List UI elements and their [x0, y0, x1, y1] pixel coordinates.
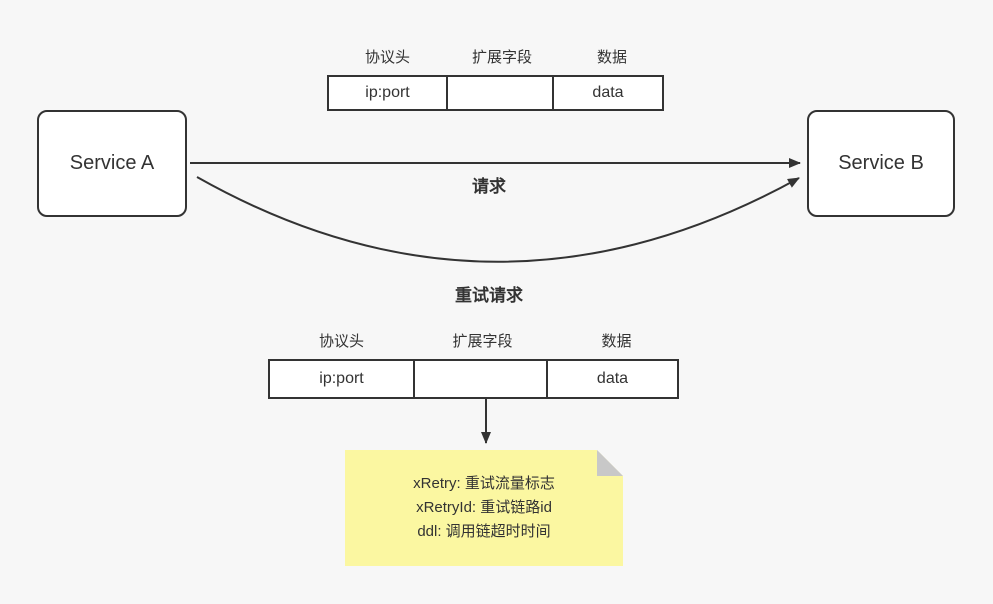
packet-top-row: ip:port data	[327, 75, 668, 111]
packet-top: 协议头 扩展字段 数据 ip:port data	[327, 46, 668, 111]
packet-field-label: 协议头	[318, 333, 364, 350]
note-fold-corner	[597, 450, 623, 476]
service-b-node: Service B	[807, 110, 955, 217]
request-arrow-label: 请求	[472, 177, 506, 196]
service-a-node: Service A	[37, 110, 187, 217]
note-line: xRetry: 重试流量标志	[413, 475, 555, 492]
packet-cell-data: data	[546, 359, 679, 399]
note-line: ddl: 调用链超时时间	[417, 523, 551, 540]
packet-bottom: 协议头 扩展字段 数据 ip:port data	[268, 330, 683, 399]
extension-fields-note: xRetry: 重试流量标志 xRetryId: 重试链路id ddl: 调用链…	[345, 450, 623, 566]
packet-cell-protocol: ip:port	[327, 75, 448, 111]
packet-cell-data: data	[552, 75, 664, 111]
packet-cell-extension	[413, 359, 548, 399]
packet-cell-extension	[446, 75, 554, 111]
packet-cell-protocol: ip:port	[268, 359, 415, 399]
packet-field-label: 协议头	[364, 49, 410, 66]
packet-field-label: 扩展字段	[452, 333, 513, 350]
packet-field-label: 扩展字段	[471, 49, 532, 66]
packet-bottom-labels: 协议头 扩展字段 数据	[268, 330, 683, 351]
packet-field-label: 数据	[601, 333, 632, 350]
note-line: xRetryId: 重试链路id	[416, 499, 552, 516]
packet-field-label: 数据	[596, 49, 627, 66]
retry-arrow-label: 重试请求	[455, 286, 523, 305]
packet-top-labels: 协议头 扩展字段 数据	[327, 46, 668, 67]
packet-bottom-row: ip:port data	[268, 359, 683, 399]
